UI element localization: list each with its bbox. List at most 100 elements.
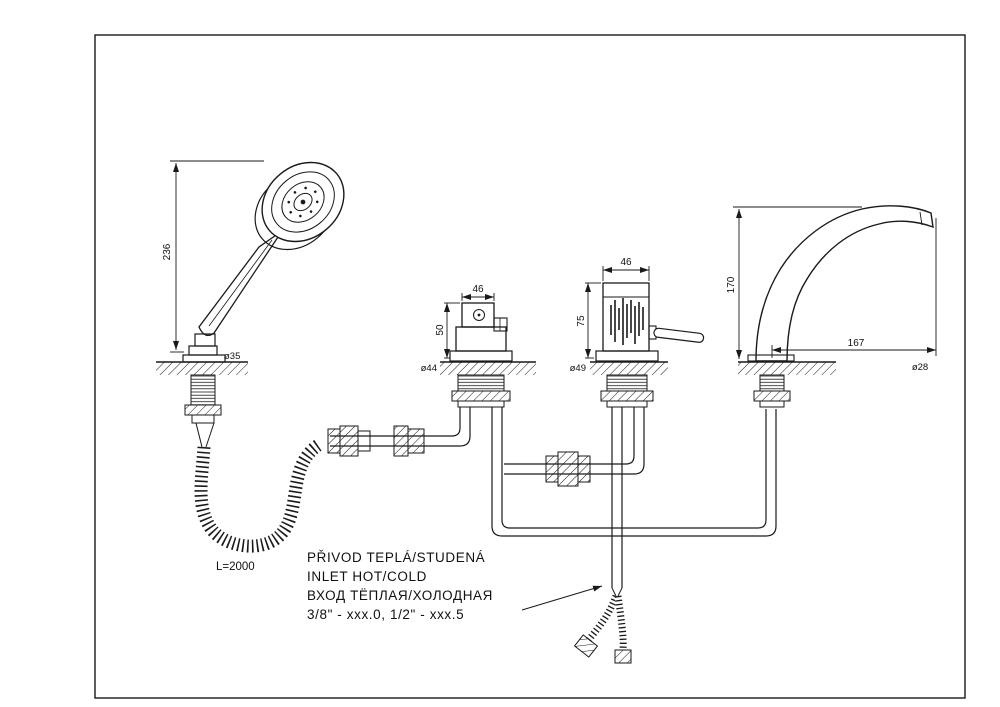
supply-tails <box>573 594 632 664</box>
dim-mixer-width: 46 <box>602 257 650 281</box>
pipework <box>330 407 777 597</box>
dim-text-167: 167 <box>848 338 865 349</box>
spray-dot <box>304 186 307 190</box>
tail-underlay <box>614 595 627 651</box>
shower-handle-inner-line <box>208 239 273 327</box>
spray-dot <box>289 210 293 214</box>
mixer-body <box>602 282 650 352</box>
spout-tip-line <box>919 211 923 226</box>
diverter-knob-dot <box>477 313 481 317</box>
dim-text-236: 236 <box>162 243 173 260</box>
note-line-czech: PŘIVOD TEPLÁ/STUDENÁ <box>307 550 485 565</box>
spout-washer <box>759 400 785 408</box>
dim-spout-reach: 167 <box>771 218 937 358</box>
dim-text-170: 170 <box>726 276 737 293</box>
supply-nut <box>573 634 599 658</box>
pipe <box>501 407 767 529</box>
diverter-escutcheon <box>449 350 513 362</box>
bath-spout <box>738 205 934 408</box>
deck-hatch <box>590 362 668 375</box>
mixer-lever <box>653 327 705 343</box>
dim-diverter-width: 46 <box>461 284 495 301</box>
mixer-cartridge-bars <box>610 298 644 345</box>
pipe <box>504 407 635 465</box>
hose-taper <box>205 422 215 448</box>
deck-hatch <box>440 362 536 375</box>
drawing-border <box>94 34 966 699</box>
diverter-valve <box>440 302 536 408</box>
hand-shower <box>156 161 345 448</box>
pipe <box>491 407 777 537</box>
spray-dot <box>299 214 302 218</box>
shower-hose-socket <box>191 414 215 424</box>
spray-dot <box>313 190 317 194</box>
shower-face-ring <box>293 192 313 212</box>
dim-text-50: 50 <box>435 324 446 336</box>
dim-text-46-mixer: 46 <box>620 257 632 268</box>
dim-shower-height: 236 <box>162 160 264 353</box>
spout-flange <box>747 354 795 362</box>
diverter-washer <box>457 400 505 408</box>
supply-nut-hot <box>573 634 599 658</box>
note-leader-arrow <box>521 585 603 611</box>
note-line-english: INLET HOT/COLD <box>307 569 427 584</box>
dia-text-35: ø35 <box>224 351 240 362</box>
shower-face-ring <box>271 171 335 233</box>
hose-union <box>393 425 409 457</box>
pipe <box>330 407 471 447</box>
mixer-threaded-tail <box>606 374 648 392</box>
diverter-knob <box>473 309 485 321</box>
mixer-lock-nut <box>600 390 654 402</box>
mixer-handle <box>653 327 705 343</box>
deck-hatch <box>738 362 836 375</box>
spray-dot <box>309 210 313 213</box>
pipe-taper <box>617 587 623 597</box>
shower-flange <box>182 354 226 363</box>
dim-text-75: 75 <box>576 315 587 327</box>
pipe-taper <box>611 587 617 597</box>
spout-threaded-tail <box>759 374 785 392</box>
shower-face-center <box>300 199 306 205</box>
tail-underlay <box>585 594 620 644</box>
shower-hose <box>194 438 324 553</box>
diverter-lock-nut <box>451 390 511 402</box>
dim-diverter-height: 50 <box>435 302 460 359</box>
spray-dot <box>287 200 291 204</box>
mixer-valve <box>590 282 705 408</box>
spout-lock-nut <box>753 390 791 402</box>
hose-length-label: L=2000 <box>216 561 255 573</box>
spray-dot <box>315 200 319 204</box>
deck-hatch <box>156 362 248 375</box>
shower-bracket <box>194 333 216 347</box>
inlet-note: PŘIVOD TEPLÁ/STUDENÁ INLET HOT/COLD ВХОД… <box>307 550 603 622</box>
spray-dot <box>293 191 297 194</box>
pipe-union-nut <box>545 455 559 483</box>
dim-spout-height: 170 <box>726 206 862 359</box>
mixer-washer <box>606 400 648 408</box>
hose-nut <box>407 428 425 454</box>
hose-fittings <box>327 425 425 457</box>
supply-nut-cold <box>614 649 632 664</box>
dia-text-28: ø28 <box>912 362 928 373</box>
dim-text-46-diverter: 46 <box>472 284 484 295</box>
pipe-union-nut <box>577 455 591 483</box>
hose-union <box>339 425 359 457</box>
dia-text-49: ø49 <box>570 363 586 374</box>
hose-taper <box>195 422 203 448</box>
pipe-union <box>557 451 579 487</box>
shower-head-face <box>261 161 345 243</box>
hose-adapter <box>357 430 371 452</box>
shower-threaded-tail <box>190 374 216 406</box>
note-line-sizes: 3/8" - xxx.0, 1/2" - xxx.5 <box>307 607 464 622</box>
dim-mixer-height: 75 <box>576 282 601 359</box>
diverter-threaded-tail <box>457 374 505 392</box>
diverter-side-port <box>493 317 508 332</box>
shower-escutcheon <box>188 345 218 356</box>
note-line-russian: ВХОД ТЁПЛАЯ/ХОЛОДНАЯ <box>307 588 493 603</box>
shower-lock-nut <box>184 404 222 416</box>
dia-text-44: ø44 <box>421 363 437 374</box>
hose-corrugation <box>194 438 324 553</box>
shower-face-ring <box>281 181 325 223</box>
